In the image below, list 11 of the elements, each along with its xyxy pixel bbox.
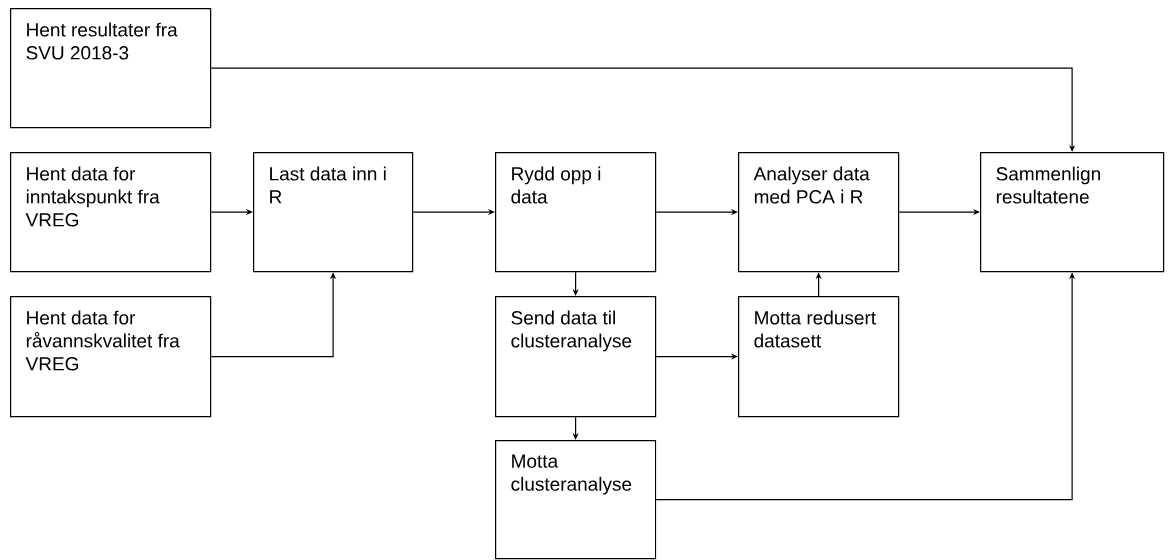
process-box: Motta clusteranalyse xyxy=(495,440,657,560)
arrow xyxy=(210,67,1076,152)
process-box: Analyser data med PCA i R xyxy=(738,152,900,273)
process-box: Rydd opp i data xyxy=(495,152,657,273)
process-box: Motta redusert datasett xyxy=(738,296,900,418)
process-box: Hent resultater fra SVU 2018-3 xyxy=(10,8,212,129)
process-box: Hent data for inntakspunkt fra VREG xyxy=(10,152,212,273)
process-box: Sammenlign resultatene xyxy=(980,152,1165,273)
process-box: Last data inn i R xyxy=(253,152,414,273)
process-box: Send data til clusteranalyse xyxy=(495,296,657,418)
process-box: Hent data for råvannskvalitet fra VREG xyxy=(10,296,212,418)
